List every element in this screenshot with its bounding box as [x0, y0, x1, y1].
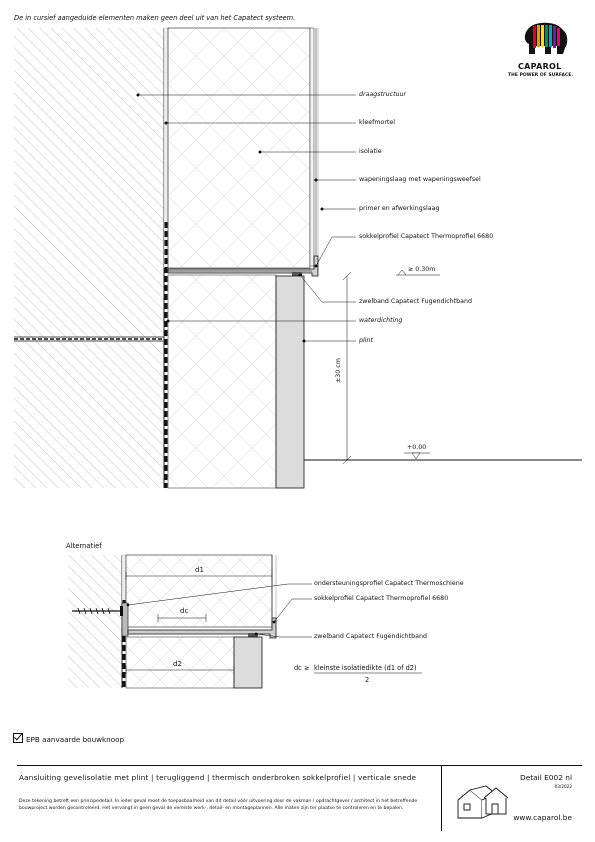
titleblock-title: Aansluiting gevelisolatie met plint | te… — [19, 773, 417, 782]
main-detail — [14, 27, 582, 489]
epb-note: EPB aanvaarde bouwknoop — [13, 733, 124, 744]
house-icon — [457, 785, 509, 819]
alt-label-zwelband: zwelband Capatect Fugendichtband — [314, 633, 427, 640]
titleblock-website[interactable]: www.caparol.be — [513, 813, 572, 822]
alt-dim-d1: d1 — [195, 566, 204, 574]
epb-label: EPB aanvaarde bouwknoop — [26, 735, 125, 744]
alt-label-sokkelprofiel: sokkelprofiel Capatect Thermoprofiel 668… — [314, 595, 449, 602]
wall-bearing — [14, 28, 164, 488]
reinforcement-layer — [309, 27, 315, 267]
checkbox-checked-icon — [13, 733, 23, 743]
swell-tape — [292, 272, 302, 276]
alternative-detail — [68, 554, 422, 689]
title-block: Aansluiting gevelisolatie met plint | te… — [17, 765, 582, 831]
header-note: De in cursief aangeduide elementen maken… — [14, 14, 296, 22]
label-wapeningslaag: wapeningslaag met wapeningsweefsel — [359, 176, 481, 183]
titleblock-description: Deze tekening betreft een principedetail… — [19, 799, 418, 811]
alt-label-ondersteuningsprofiel: ondersteuningsprofiel Capatect Thermosch… — [314, 580, 464, 587]
alt-wall — [68, 555, 122, 688]
dim-height: ±30 cm — [335, 358, 342, 383]
lower-insulation — [167, 274, 277, 489]
alt-plinth — [233, 636, 263, 689]
insulation — [167, 27, 311, 269]
alt-insulation — [125, 554, 273, 628]
plinth — [275, 275, 305, 489]
titleblock-date: 03/2022 — [554, 784, 572, 789]
screw-icon — [72, 606, 123, 616]
alt-dim-d2: d2 — [173, 660, 182, 668]
label-sokkelprofiel: sokkelprofiel Capatect Thermoprofiel 668… — [359, 233, 494, 240]
dim-clearance: ≥ 0.30m — [408, 266, 436, 273]
label-zwelband: zwelband Capatect Fugendichtband — [359, 298, 472, 305]
logo-brand: CAPAROL — [518, 62, 562, 71]
formula-denominator: 2 — [365, 676, 370, 684]
label-isolatie: isolatie — [359, 148, 382, 155]
alternative-title: Alternatief — [66, 542, 102, 550]
label-draagstructuur: draagstructuur — [359, 91, 407, 98]
alt-socket-profile — [127, 617, 277, 639]
alt-support-profile — [121, 602, 129, 637]
label-plint: plint — [359, 337, 373, 344]
caparol-elephant-logo — [524, 22, 568, 54]
titleblock-divider — [441, 766, 442, 831]
label-kleefmortel: kleefmortel — [359, 119, 396, 126]
formula-lhs: dc ≥ — [294, 664, 310, 672]
dim-level: +0.00 — [407, 444, 427, 451]
alt-dim-dc: dc — [180, 607, 189, 615]
formula-numerator: kleinste isolatiedikte (d1 of d2) — [314, 664, 417, 672]
logo-tagline: THE POWER OF SURFACE. — [508, 73, 574, 78]
label-primer: primer en afwerkingslaag — [359, 205, 440, 212]
label-waterdichting: waterdichting — [359, 317, 403, 324]
titleblock-detail: Detail E002 nl — [520, 773, 572, 782]
